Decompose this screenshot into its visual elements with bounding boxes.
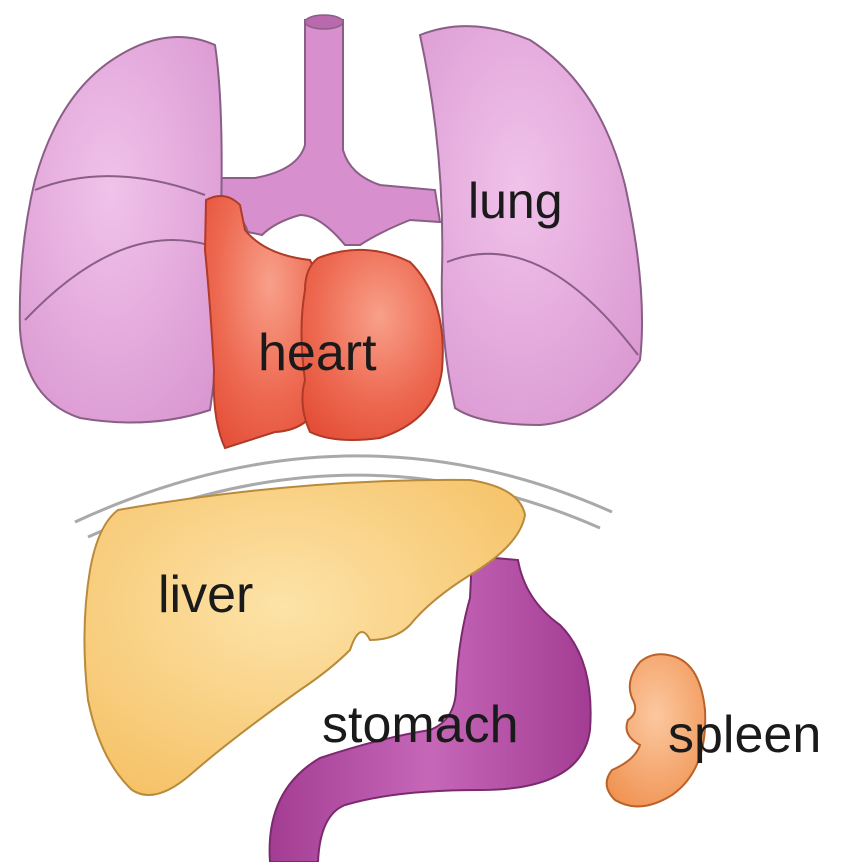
lung-label: lung — [468, 173, 563, 229]
trachea — [208, 15, 440, 245]
spleen: spleen — [607, 654, 822, 806]
right-lung: lung — [420, 26, 642, 425]
heart: heart — [205, 196, 443, 448]
trachea-opening — [305, 15, 343, 29]
left-lung — [20, 37, 222, 423]
left-lung-shape — [20, 37, 222, 423]
stomach-label: stomach — [322, 696, 519, 754]
spleen-label: spleen — [668, 706, 821, 764]
liver-label: liver — [158, 566, 253, 624]
heart-label: heart — [258, 324, 377, 382]
trachea-tube — [208, 20, 440, 245]
